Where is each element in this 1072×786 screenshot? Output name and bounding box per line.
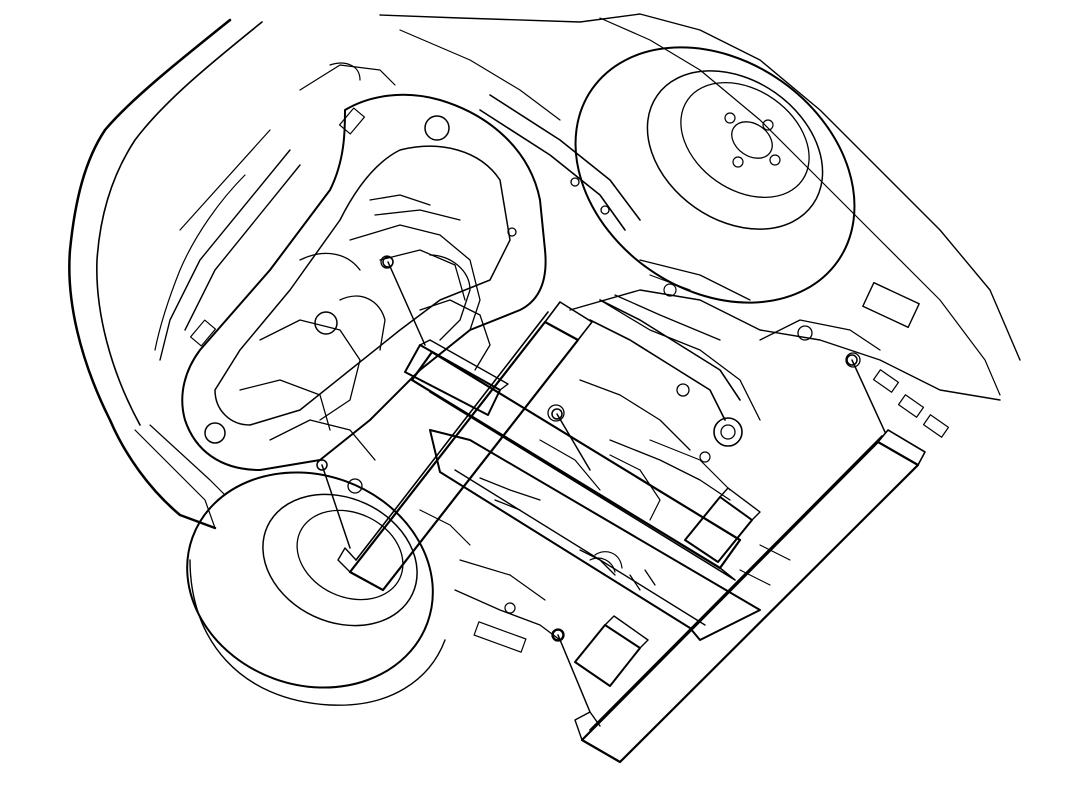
lift-support-blocks xyxy=(404,339,761,687)
rear-underbody xyxy=(454,259,1001,653)
lift-support-rear-beam xyxy=(574,429,926,764)
engine-details xyxy=(239,194,565,494)
lift-point-indicators xyxy=(316,256,886,713)
spare-tire xyxy=(574,46,856,304)
exhaust-system xyxy=(479,94,743,447)
front-wheel xyxy=(186,471,446,706)
misc-details xyxy=(419,274,791,601)
lift-support-center-beam xyxy=(410,350,761,641)
front-subframe xyxy=(154,62,547,471)
vehicle-body xyxy=(68,13,1021,530)
